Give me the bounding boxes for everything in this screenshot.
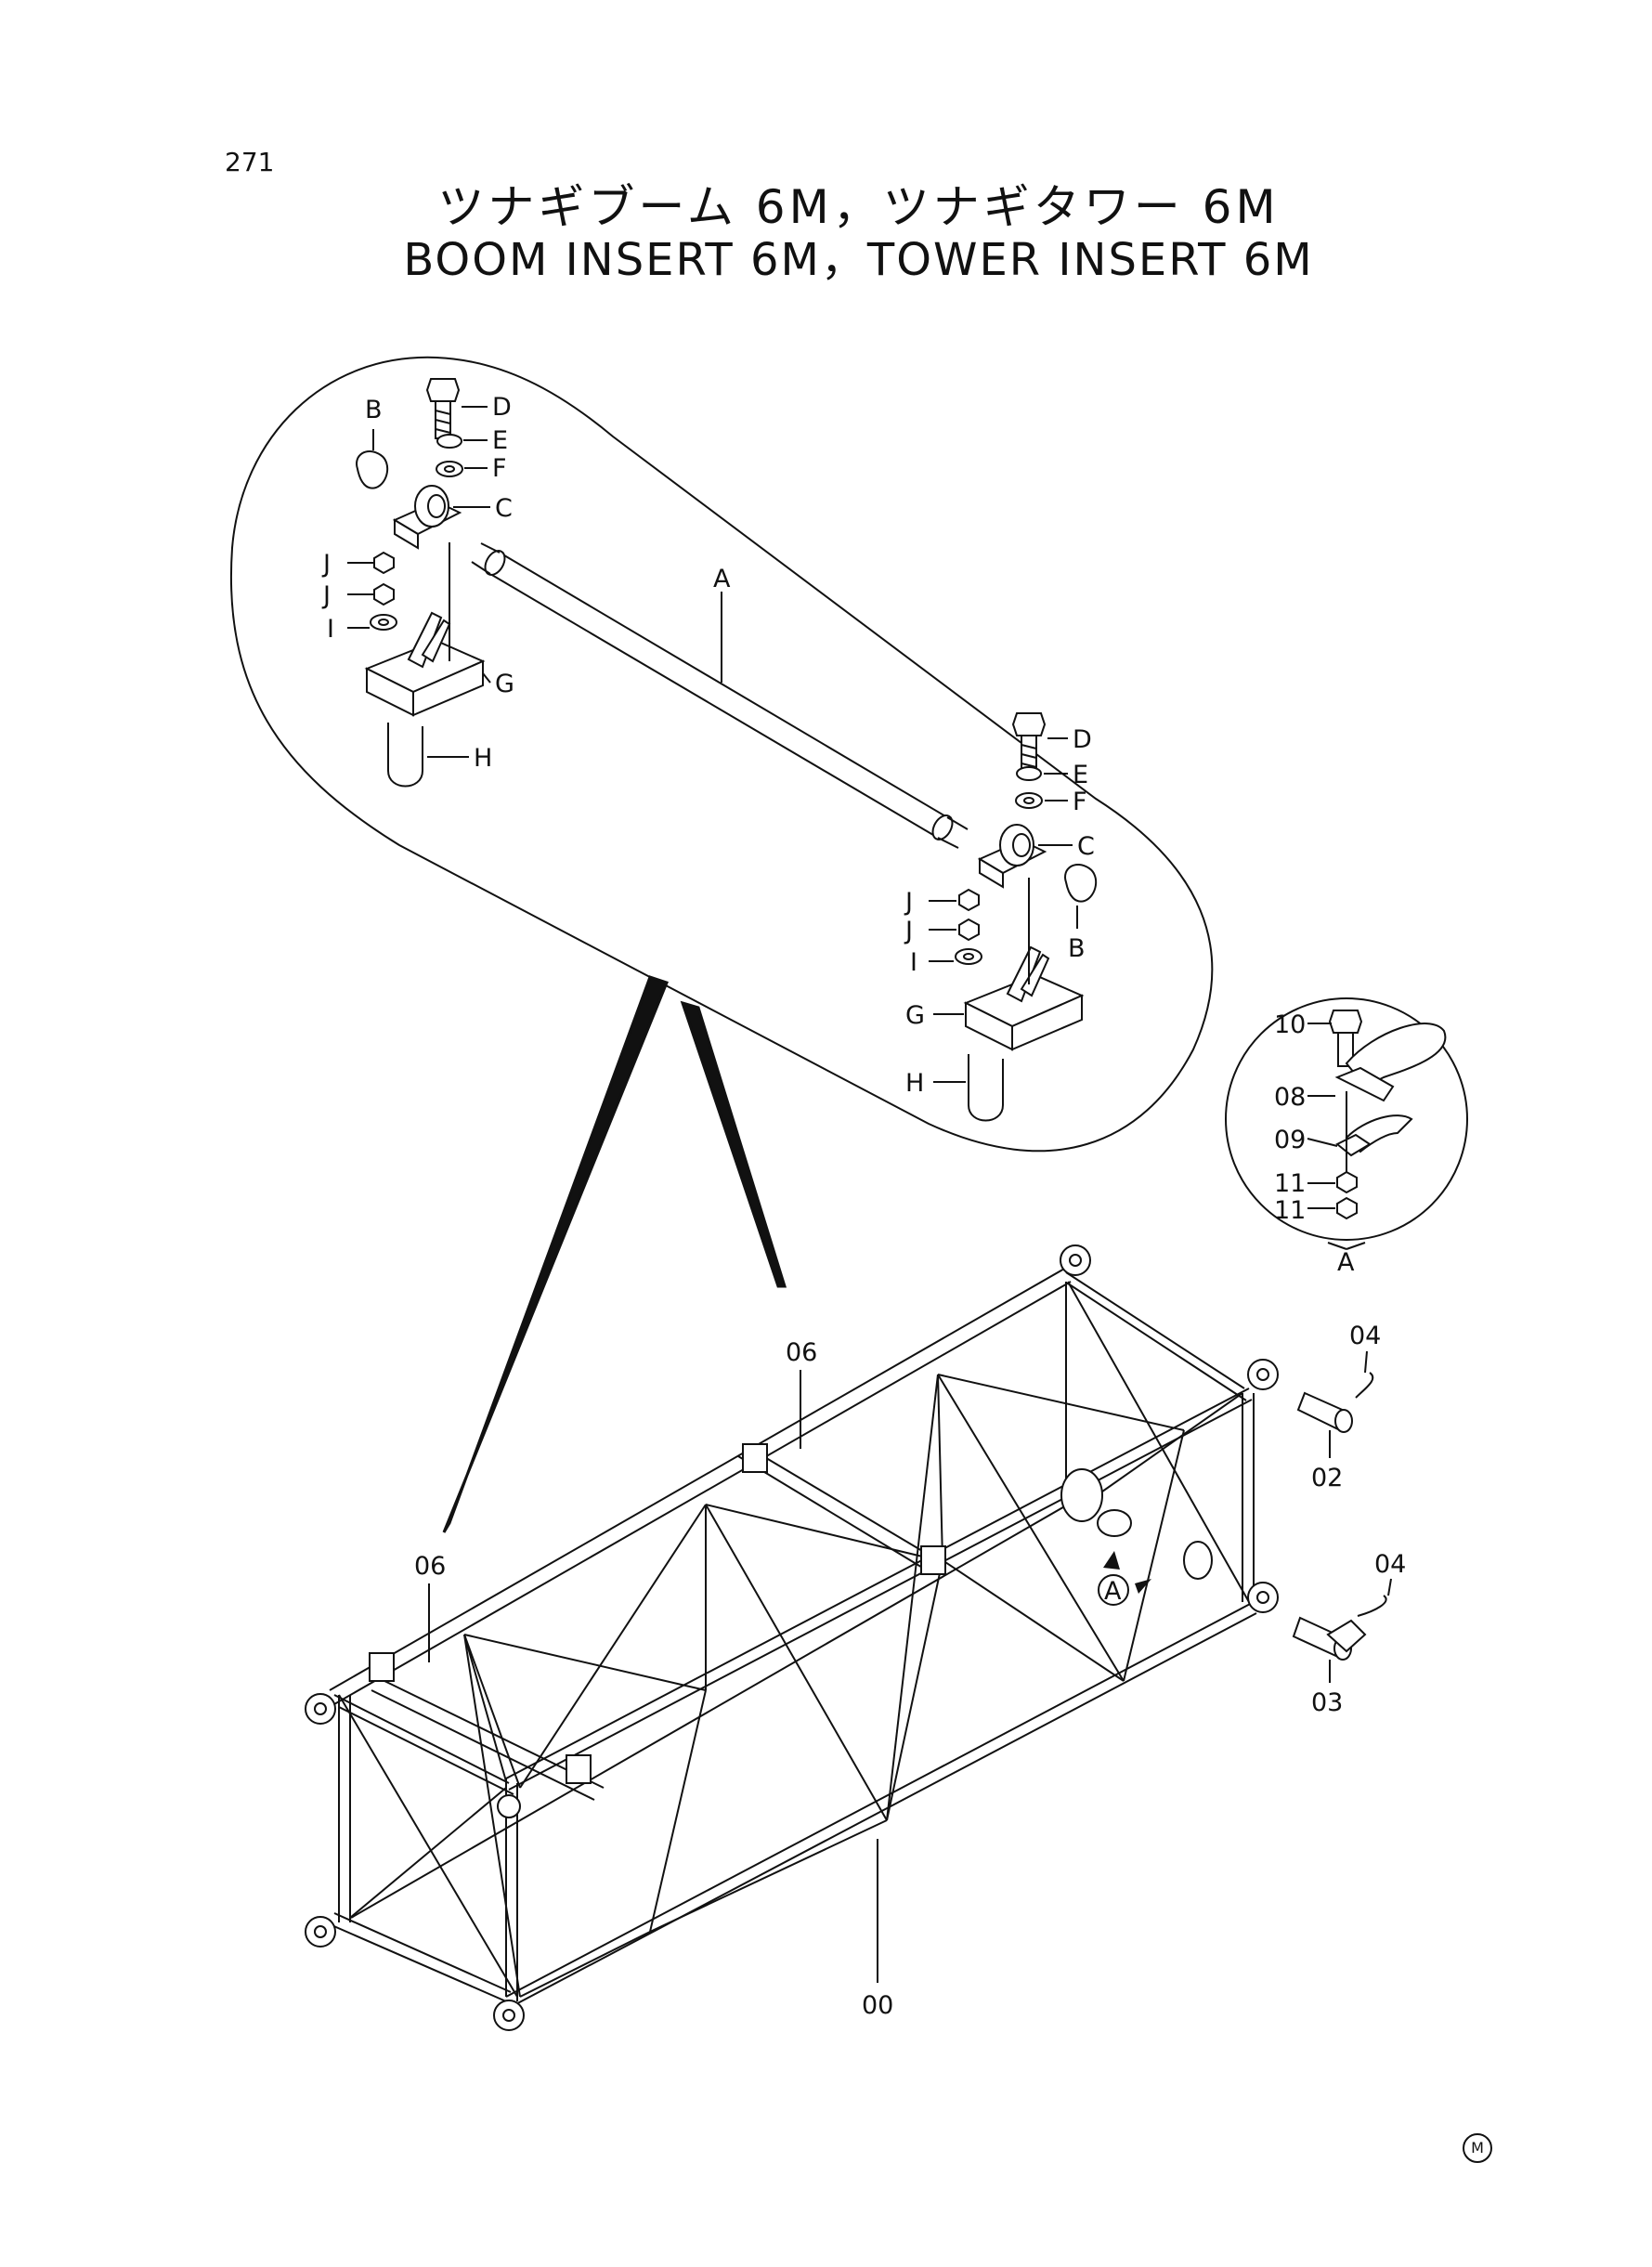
label-06-left: 06 [414, 1552, 446, 1581]
label-c-left: C [495, 494, 513, 523]
label-j-right-1: J [904, 888, 913, 917]
detail-capsule-outline [230, 356, 1214, 1153]
page-number: 271 [225, 147, 275, 177]
label-b-right: B [1068, 934, 1086, 963]
label-04-bottom: 04 [1374, 1550, 1406, 1579]
pin-03 [1292, 1616, 1367, 1661]
label-b-left: B [365, 396, 383, 424]
label-09: 09 [1274, 1126, 1306, 1154]
label-08: 08 [1274, 1083, 1306, 1112]
label-03: 03 [1311, 1688, 1343, 1717]
callout-leader-left [442, 975, 669, 1533]
label-a-detail: A [1337, 1248, 1355, 1277]
label-d-right: D [1073, 725, 1092, 754]
label-j-left-2: J [321, 581, 331, 610]
arrow-right-icon [1135, 1579, 1151, 1594]
label-02: 02 [1311, 1464, 1343, 1492]
label-i-left: I [327, 615, 334, 644]
callout-leader-right [680, 1000, 787, 1288]
title-english: BOOM INSERT 6M，TOWER INSERT 6M [403, 234, 1314, 286]
lattice-truss [305, 1244, 1279, 2031]
label-j-left-1: J [321, 550, 331, 579]
label-a-callout: A [1104, 1577, 1122, 1606]
shaft-a [471, 542, 969, 849]
label-e-right: E [1073, 761, 1088, 789]
right-hardware-group [929, 712, 1098, 1122]
label-c-right: C [1077, 832, 1095, 861]
label-g-right: G [905, 1001, 925, 1030]
label-06-right: 06 [786, 1338, 817, 1367]
label-h-left: H [474, 744, 492, 773]
label-10: 10 [1274, 1010, 1306, 1039]
label-e-left: E [492, 426, 508, 455]
callout-a-circle [1098, 1574, 1129, 1606]
pin-02 [1296, 1391, 1353, 1433]
label-00: 00 [862, 1991, 893, 2020]
arrow-up-icon [1103, 1551, 1120, 1570]
label-a-shaft: A [713, 565, 731, 593]
label-11-2: 11 [1274, 1196, 1306, 1225]
label-f-right: F [1073, 788, 1087, 816]
label-d-left: D [492, 393, 512, 422]
detail-a-clamp-group [1328, 1010, 1447, 1220]
label-04-top: 04 [1349, 1322, 1381, 1350]
m-mark-icon: M [1463, 2133, 1492, 2163]
label-11-1: 11 [1274, 1169, 1306, 1198]
label-i-right: I [910, 948, 917, 977]
label-h-right: H [905, 1069, 924, 1098]
title-japanese: ツナギブーム 6M，ツナギタワー 6M [437, 180, 1280, 234]
detail-a-circle [1225, 997, 1468, 1241]
label-f-left: F [492, 454, 507, 483]
label-g-left: G [495, 670, 514, 698]
label-j-right-2: J [904, 917, 913, 945]
left-hardware-group [347, 378, 491, 788]
